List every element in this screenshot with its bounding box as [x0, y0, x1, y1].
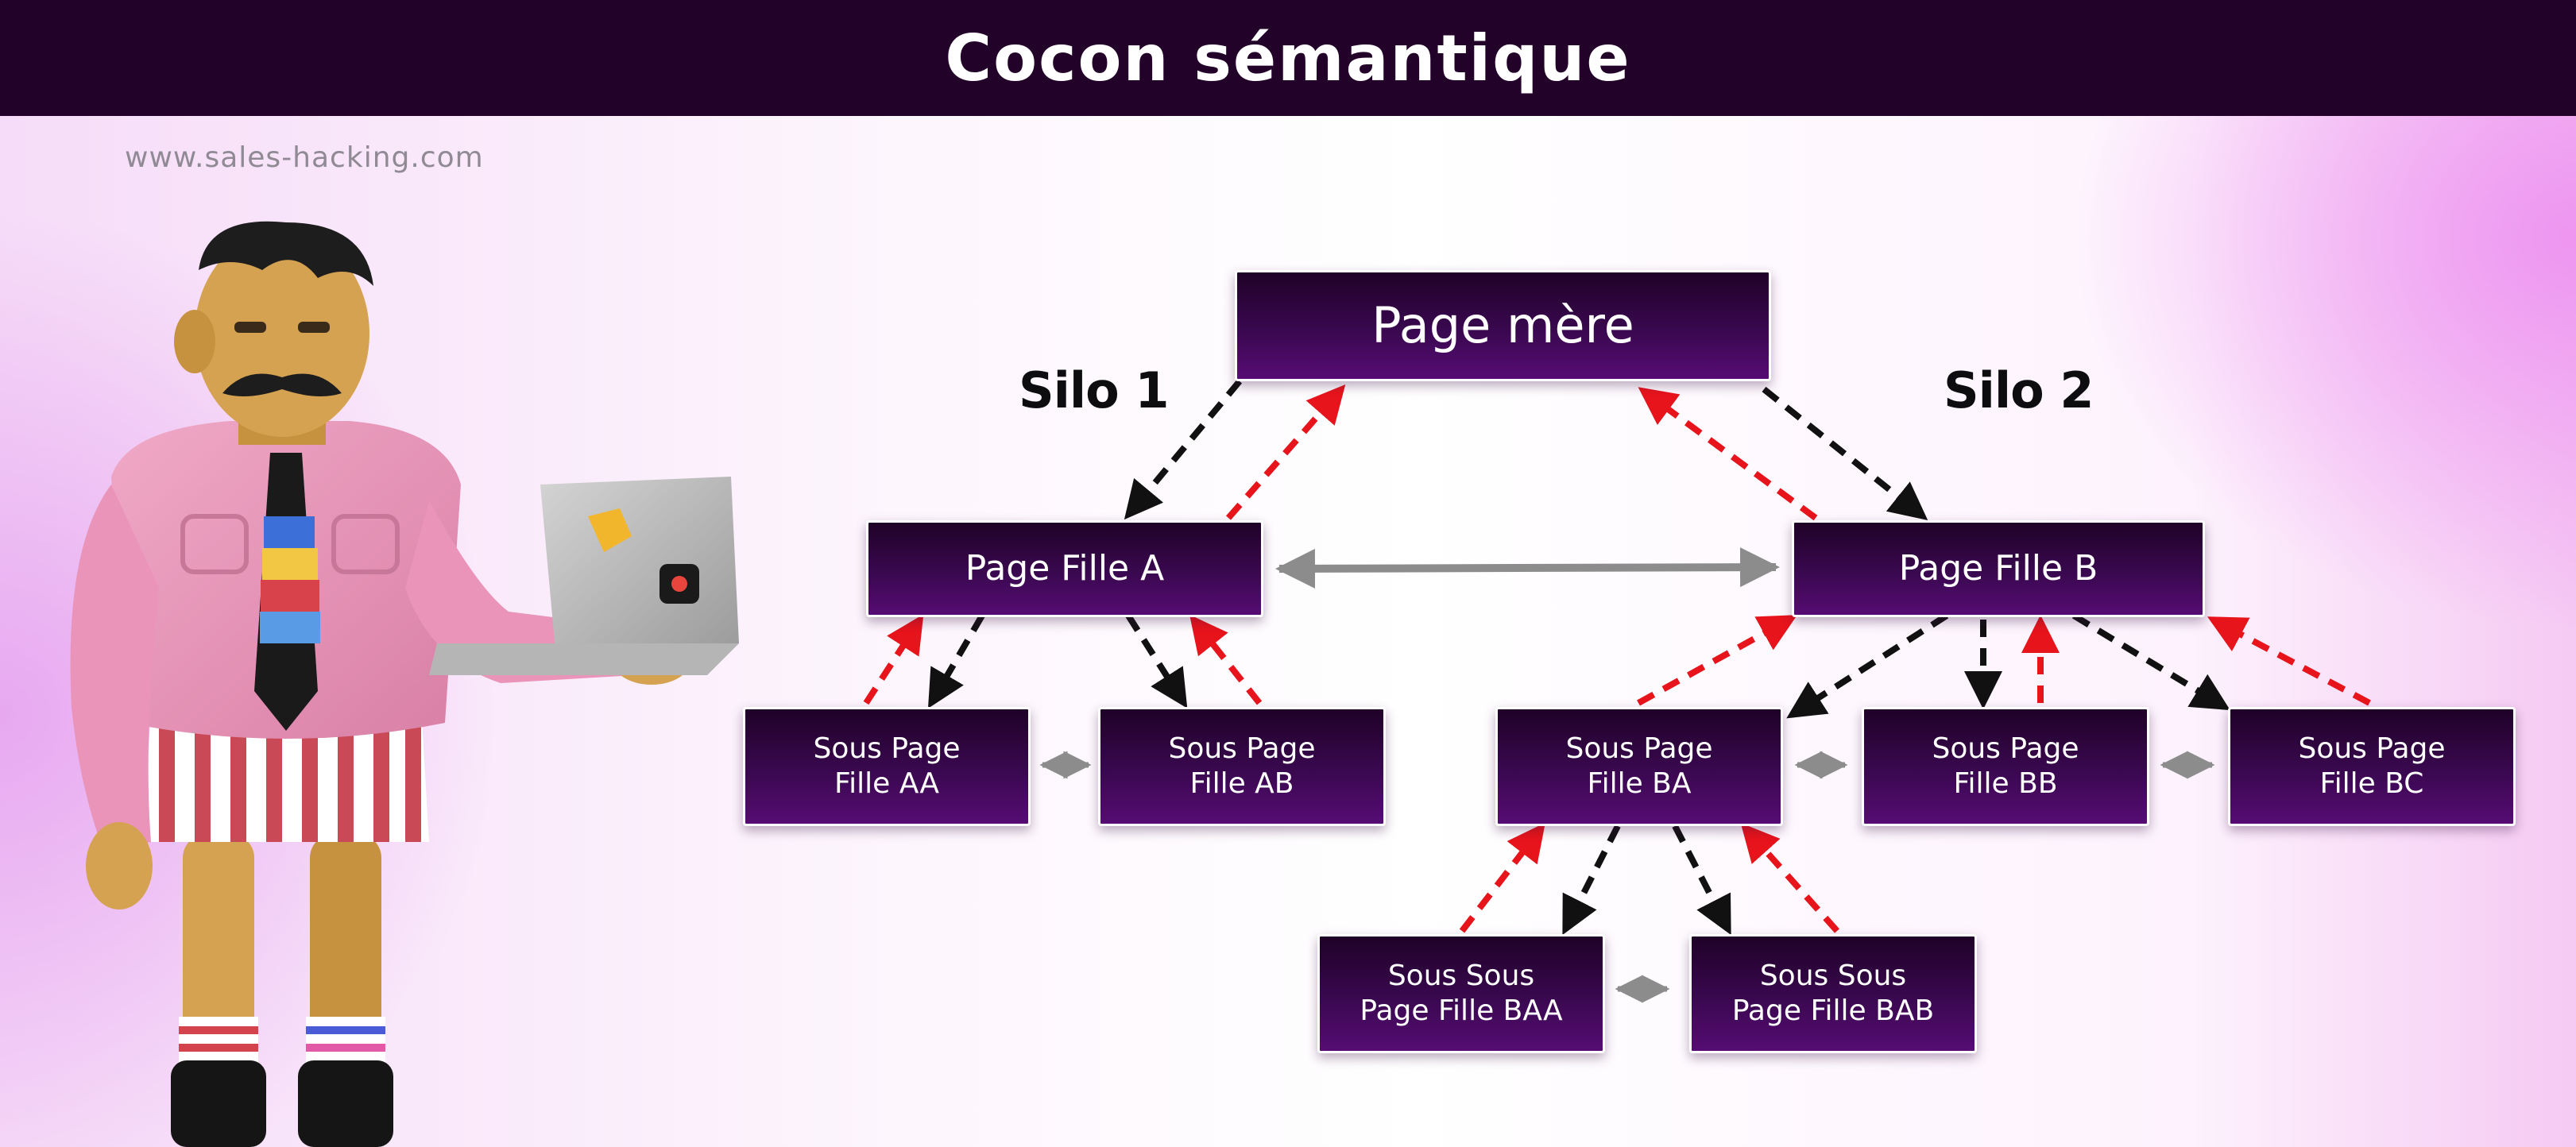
- link-up-b-mere: [1638, 387, 1818, 521]
- sibling-links: [1039, 547, 2215, 1003]
- node-sous-sous-page-fille-bab[interactable]: Sous Sous Page Fille BAB: [1689, 934, 1977, 1053]
- link-up-bab-ba: [1740, 823, 1839, 933]
- link-up-a-mere: [1225, 384, 1346, 520]
- node-page-mere[interactable]: Page mère: [1235, 270, 1771, 381]
- node-sous-page-fille-aa[interactable]: Sous Page Fille AA: [743, 707, 1031, 826]
- link-down-b-bc: [2071, 612, 2230, 711]
- silo-label-2: Silo 2: [1944, 361, 2094, 419]
- link-down-b-ba: [1786, 612, 1949, 719]
- node-sous-page-fille-bb[interactable]: Sous Page Fille BB: [1862, 707, 2149, 826]
- page-title: Cocon sémantique: [945, 21, 1631, 95]
- link-up-baa-ba: [1459, 822, 1545, 933]
- silo-label-1: Silo 1: [1019, 361, 1169, 419]
- link-sibling-a-b: [1275, 547, 1780, 589]
- link-up-bc-b: [2207, 616, 2371, 706]
- man-with-laptop-icon: [70, 221, 739, 1147]
- link-down-ba-bab: [1672, 825, 1731, 936]
- node-sous-page-fille-ab[interactable]: Sous Page Fille AB: [1098, 707, 1386, 826]
- site-url: www.sales-hacking.com: [125, 141, 484, 174]
- upward-links: [863, 384, 2371, 933]
- link-up-ba-b: [1637, 615, 1797, 706]
- link-up-aa-a: [863, 614, 924, 705]
- link-up-ab-a: [1189, 614, 1263, 705]
- node-page-fille-a[interactable]: Page Fille A: [866, 520, 1263, 617]
- title-bar: Cocon sémantique: [0, 0, 2576, 116]
- link-down-ba-baa: [1562, 825, 1621, 936]
- downward-links: [927, 379, 2230, 936]
- link-down-a-ab: [1125, 613, 1188, 709]
- node-sous-sous-page-fille-baa[interactable]: Sous Sous Page Fille BAA: [1317, 934, 1605, 1053]
- link-down-mere-b: [1762, 386, 1928, 520]
- node-sous-page-fille-ba[interactable]: Sous Page Fille BA: [1495, 707, 1783, 826]
- link-down-mere-a: [1124, 379, 1243, 520]
- link-down-a-aa: [927, 613, 985, 709]
- node-sous-page-fille-bc[interactable]: Sous Page Fille BC: [2228, 707, 2516, 826]
- node-page-fille-b[interactable]: Page Fille B: [1792, 520, 2205, 617]
